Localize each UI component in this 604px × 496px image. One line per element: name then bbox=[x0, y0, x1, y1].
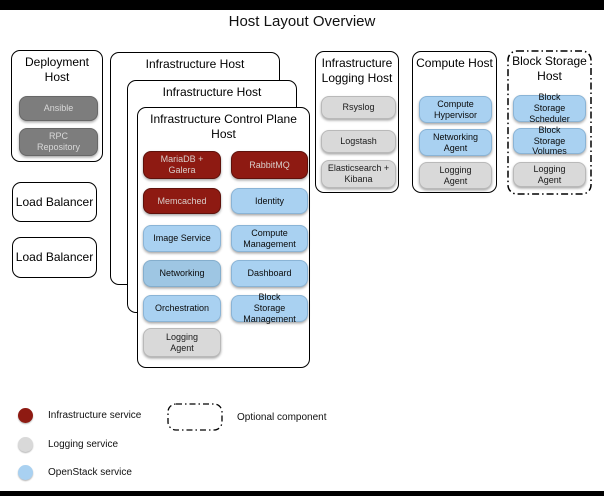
service-label: Logging Agent bbox=[439, 164, 472, 186]
service-label: RabbitMQ bbox=[249, 159, 290, 170]
service-label: Logstash bbox=[340, 136, 377, 147]
legend-label: Infrastructure service bbox=[48, 409, 142, 421]
legend-label: Optional component bbox=[237, 411, 327, 423]
service-memcached: Memcached bbox=[143, 188, 221, 214]
service-rpc-repository: RPC Repository bbox=[19, 128, 98, 156]
host-deployment: Deployment Host Ansible RPC Repository bbox=[11, 50, 103, 162]
service-label: Image Service bbox=[153, 233, 211, 244]
service-label: Ansible bbox=[43, 103, 74, 114]
optional-dashed-border bbox=[507, 50, 592, 195]
service-label: Block Storage Volumes bbox=[532, 124, 567, 157]
service-label: Compute Management bbox=[243, 227, 296, 249]
host-title: Infrastructure Host bbox=[145, 57, 245, 71]
host-infrastructure-control-plane: Infrastructure Control Plane Host MariaD… bbox=[137, 107, 310, 368]
host-title: Load Balancer bbox=[15, 194, 94, 209]
service-block-storage-volumes: Block Storage Volumes bbox=[513, 124, 586, 157]
legend-row-logging: Logging service bbox=[18, 436, 118, 452]
host-title: Infrastructure Host bbox=[162, 85, 262, 99]
host-load-balancer-1: Load Balancer bbox=[12, 182, 97, 222]
host-title: Compute Host bbox=[416, 56, 493, 70]
host-title: Infrastructure Control Plane Host bbox=[150, 112, 297, 141]
service-label: Compute Hypervisor bbox=[434, 98, 478, 120]
service-identity: Identity bbox=[231, 188, 308, 214]
service-label: Elasticsearch + Kibana bbox=[327, 163, 390, 184]
service-label: Dashboard bbox=[247, 268, 292, 279]
legend-label: Logging service bbox=[48, 438, 119, 450]
service-label: Networking Agent bbox=[432, 131, 479, 153]
service-label: Rsyslog bbox=[342, 102, 375, 113]
service-logging-agent: Logging Agent bbox=[143, 328, 221, 357]
host-load-balancer-2: Load Balancer bbox=[12, 237, 97, 278]
host-title: Block Storage Host bbox=[512, 54, 587, 83]
host-title: Deployment Host bbox=[24, 55, 90, 84]
bottom-letterbox-bar bbox=[0, 491, 604, 496]
service-block-storage-management: Block Storage Management bbox=[231, 292, 308, 324]
service-label: Logging Agent bbox=[533, 163, 566, 185]
service-networking: Networking bbox=[143, 260, 221, 287]
service-ansible: Ansible bbox=[19, 96, 98, 121]
service-label: MariaDB + Galera bbox=[160, 154, 204, 175]
legend-label: OpenStack service bbox=[48, 466, 132, 478]
service-networking-agent: Networking Agent bbox=[419, 129, 492, 156]
host-block-storage: Block Storage Host Block Storage Schedul… bbox=[507, 50, 592, 195]
service-label: Orchestration bbox=[154, 303, 210, 314]
openstack-service-swatch-icon bbox=[18, 464, 33, 480]
service-compute-hypervisor: Compute Hypervisor bbox=[419, 96, 492, 123]
service-compute-management: Compute Management bbox=[231, 225, 308, 252]
legend-row-infrastructure: Infrastructure service bbox=[18, 407, 141, 423]
host-infrastructure-logging: Infrastructure Logging Host Rsyslog Logs… bbox=[315, 51, 399, 193]
infrastructure-service-swatch-icon bbox=[18, 407, 33, 423]
host-title: Load Balancer bbox=[15, 250, 94, 264]
service-label: Block Storage Management bbox=[243, 292, 296, 324]
host-title: Infrastructure Logging Host bbox=[321, 56, 393, 85]
host-compute: Compute Host Compute Hypervisor Networki… bbox=[412, 51, 497, 193]
service-rabbitmq: RabbitMQ bbox=[231, 151, 308, 179]
optional-component-swatch-icon bbox=[167, 403, 223, 431]
service-label: RPC Repository bbox=[36, 131, 81, 152]
service-image-service: Image Service bbox=[143, 225, 221, 252]
service-mariadb-galera: MariaDB + Galera bbox=[143, 151, 221, 179]
legend-row-optional: Optional component bbox=[167, 403, 327, 431]
service-elasticsearch-kibana: Elasticsearch + Kibana bbox=[321, 160, 396, 188]
diagram-title: Host Layout Overview bbox=[228, 13, 376, 30]
service-logstash: Logstash bbox=[321, 130, 396, 153]
service-label: Block Storage Scheduler bbox=[529, 92, 570, 124]
service-label: Memcached bbox=[157, 195, 207, 206]
service-logging-agent: Logging Agent bbox=[419, 162, 492, 189]
service-rsyslog: Rsyslog bbox=[321, 96, 396, 119]
service-label: Networking bbox=[159, 268, 205, 279]
service-block-storage-scheduler: Block Storage Scheduler bbox=[513, 92, 586, 124]
service-dashboard: Dashboard bbox=[231, 260, 308, 287]
logging-service-swatch-icon bbox=[18, 436, 33, 452]
service-label: Identity bbox=[254, 195, 285, 206]
legend-row-openstack: OpenStack service bbox=[18, 464, 132, 480]
top-letterbox-bar bbox=[0, 0, 604, 10]
service-orchestration: Orchestration bbox=[143, 295, 221, 322]
service-logging-agent: Logging Agent bbox=[513, 162, 586, 187]
service-label: Logging Agent bbox=[165, 331, 199, 353]
